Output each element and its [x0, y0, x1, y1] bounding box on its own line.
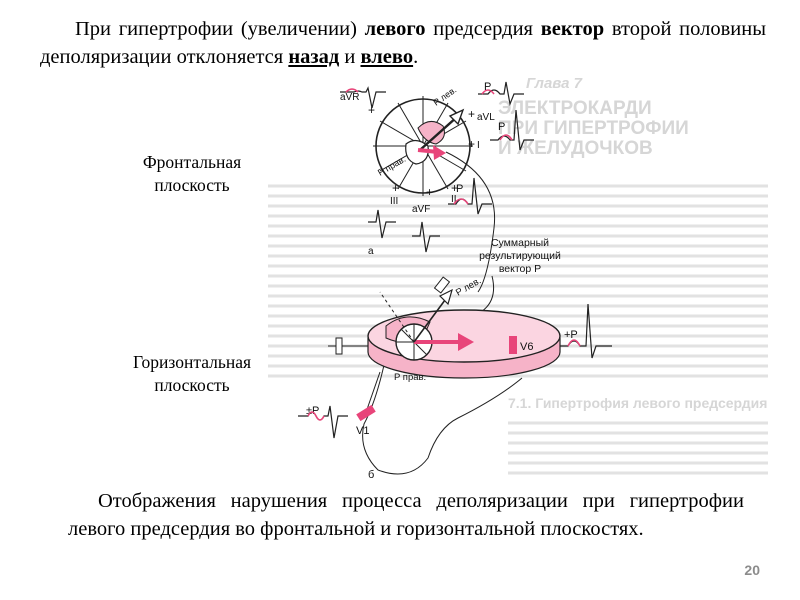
lead-avr-label: aVR [340, 92, 359, 103]
frontal-plane-label: Фронтальная плоскость [142, 152, 242, 195]
v6-label: V6 [520, 341, 533, 353]
top-bold-left: левого [364, 18, 426, 40]
svg-text:+: + [451, 181, 458, 195]
bg-heading-line2: ЭЛЕКТРОКАРДИ [498, 98, 652, 119]
top-text-5: . [413, 46, 419, 68]
top-underlined-back: назад [288, 46, 340, 68]
svg-text:+: + [392, 181, 399, 195]
panel-b-label: б [368, 469, 374, 481]
horizontal-summary-arrowhead [458, 333, 474, 351]
top-paragraph: При гипертрофии (увеличении) левого пред… [40, 15, 766, 71]
svg-text:+: + [426, 185, 433, 199]
v1-electrode [356, 404, 376, 422]
top-text-1: При гипертрофии (увеличении) [75, 18, 365, 40]
svg-text:+: + [468, 107, 475, 121]
top-text-2: предсердия [425, 18, 541, 40]
back-electrode [433, 276, 451, 294]
summary-line-2: результирующий [479, 250, 561, 262]
summary-line-3: вектор P [499, 263, 541, 275]
bottom-paragraph: Отображения нарушения процесса деполяриз… [68, 490, 744, 540]
top-bold-vector: вектор [540, 18, 605, 40]
right-electrode [335, 337, 343, 355]
top-text-3: второй половины деполяризации отклоняетс… [40, 18, 766, 68]
bg-heading-line4: И ЖЕЛУДОЧКОВ [498, 138, 653, 159]
horizontal-p-left-line [413, 295, 449, 343]
summary-connector-frontal [445, 151, 496, 293]
lead-ii-label: II [451, 194, 457, 205]
summary-p-vector-arrowhead [433, 145, 446, 160]
frontal-plane-diagram: aVR + aVL + + I II + III + aVF + P лев. … [340, 81, 534, 293]
p-wave-label-3: P [456, 183, 463, 195]
left-atrium-shape [417, 121, 445, 145]
horizontal-plane-diagram: P лев. P прав. V6 V1 б +P ±P [298, 275, 612, 481]
horizontal-plane-label: Горизонтальная плоскость [132, 352, 252, 395]
left-p-vector-line [419, 115, 459, 151]
v1-label: V1 [356, 425, 369, 437]
horizontal-labels: P лев. P прав. V6 V1 б +P ±P [306, 275, 578, 481]
svg-text:+: + [368, 103, 375, 117]
lead-iii-label: III [390, 196, 398, 207]
bg-heading-chapter: Глава 7 [526, 78, 583, 92]
horizontal-p-left-arrowhead [438, 288, 453, 306]
v6-electrode [509, 336, 517, 354]
ecg-lead-i-top [478, 81, 524, 107]
frontal-p-waves [345, 88, 513, 205]
ecg-lead-i [490, 109, 534, 151]
background-text-lines [268, 184, 768, 475]
back-axis [379, 291, 415, 343]
lead-i-label: I [477, 140, 480, 151]
panel-a-label: а [368, 246, 374, 257]
p-wave-label-2: P [498, 121, 505, 133]
horizontal-p-waves [307, 339, 581, 421]
top-underlined-left: влево [360, 46, 414, 68]
bg-heading-line3: ПРИ ГИПЕРТРОФИИ [498, 118, 689, 139]
p-wave-label-1: P [484, 81, 491, 93]
bg-section-heading: 7.1. Гипертрофия левого предсердия [508, 395, 767, 411]
svg-text:+: + [468, 137, 475, 151]
summary-vector-caption: Суммарный результирующий вектор P [479, 237, 561, 275]
page-number: 20 [744, 562, 760, 578]
lead-avl-label: aVL [477, 112, 495, 123]
left-p-vector-arrowhead [448, 108, 465, 126]
lead-avf-label: aVF [412, 204, 430, 215]
ecg-figure-svg: Глава 7 ЭЛЕКТРОКАРДИ ПРИ ГИПЕРТРОФИИ И Ж… [268, 78, 768, 481]
top-text-4: и [339, 46, 361, 68]
plus-p-label: +P [564, 329, 578, 341]
ecg-avr [340, 86, 386, 109]
background-page-text: Глава 7 ЭЛЕКТРОКАРДИ ПРИ ГИПЕРТРОФИИ И Ж… [498, 78, 767, 411]
horizontal-p-right-label: P прав. [394, 372, 426, 383]
ecg-figure: Глава 7 ЭЛЕКТРОКАРДИ ПРИ ГИПЕРТРОФИИ И Ж… [268, 78, 770, 490]
ecg-lead-avf [412, 221, 440, 253]
ecg-lead-iii [368, 209, 396, 239]
summary-line-1: Суммарный [491, 237, 549, 249]
